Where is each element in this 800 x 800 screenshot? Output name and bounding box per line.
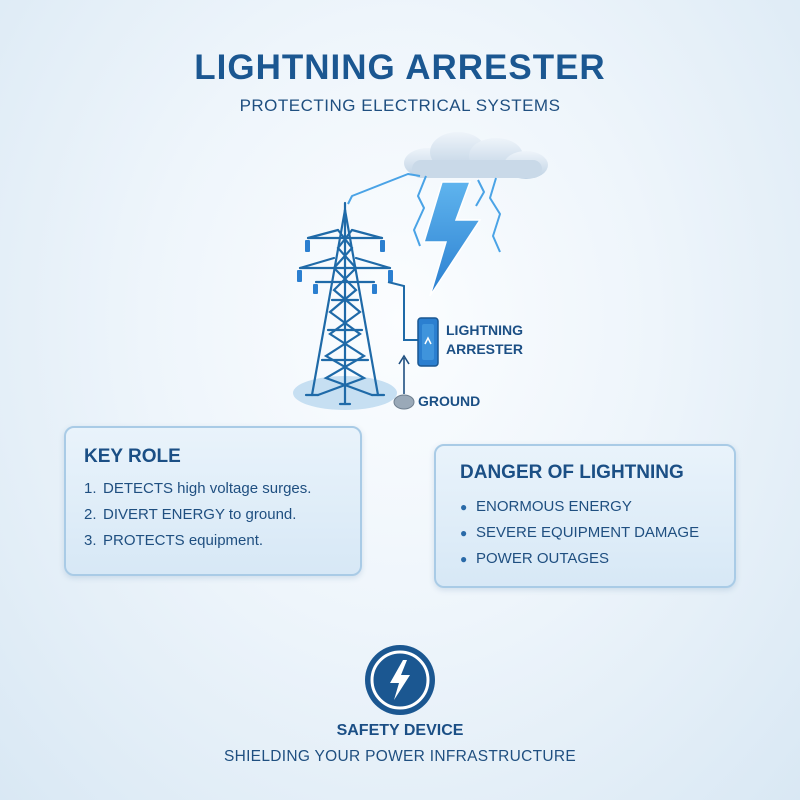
bullet-icon: ● (460, 526, 468, 540)
list-item-text: DETECTS high voltage surges. (103, 480, 312, 497)
key-role-list: 1. DETECTS high voltage surges. 2. DIVERT … (84, 476, 360, 554)
list-item: ● SEVERE EQUIPMENT DAMAGE (460, 520, 734, 546)
ground-icon (393, 394, 415, 410)
list-item-number: 3. (84, 532, 97, 549)
lightning-bolt-icon (422, 181, 482, 297)
list-item-text: ENORMOUS ENERGY (476, 498, 632, 515)
key-role-card: KEY ROLE 1. DETECTS high voltage surges. … (64, 426, 362, 576)
list-item: 1. DETECTS high voltage surges. (84, 476, 360, 502)
danger-list: ● ENORMOUS ENERGY ● SEVERE EQUIPMENT DAMAG… (460, 494, 734, 572)
arrester-label-line2: ARRESTER (446, 341, 524, 357)
insulator-icons (297, 240, 393, 294)
list-item-text: DIVERT ENERGY to ground. (103, 506, 297, 523)
bullet-icon: ● (460, 500, 468, 514)
key-role-heading: KEY ROLE (84, 446, 181, 467)
list-item-text: SEVERE EQUIPMENT DAMAGE (476, 524, 700, 541)
list-item: 3. PROTECTS equipment. (84, 528, 360, 554)
ground-connection (398, 354, 410, 394)
list-item-number: 2. (84, 506, 97, 523)
arrester-label-line1: LIGHTNING (446, 322, 523, 338)
danger-heading: DANGER OF LIGHTNING (460, 462, 684, 483)
ground-label: GROUND (418, 393, 481, 409)
list-item-number: 1. (84, 480, 97, 497)
list-item: ● POWER OUTAGES (460, 546, 734, 572)
transmission-tower-icon (298, 201, 392, 406)
list-item-text: PROTECTS equipment. (103, 532, 264, 549)
diagram-svg (293, 132, 548, 410)
page-subtitle: PROTECTING ELECTRICAL SYSTEMS (239, 96, 561, 115)
list-item-text: POWER OUTAGES (476, 550, 610, 567)
page-title: LIGHTNING ARRESTER (194, 48, 606, 87)
arrester-device-icon (417, 317, 439, 367)
footer-title: SAFETY DEVICE (336, 722, 464, 739)
bullet-icon: ● (460, 552, 468, 566)
arrester-label: LIGHTNING ARRESTER (446, 321, 523, 359)
arrester-wire (387, 281, 418, 341)
lightning-branches (347, 173, 501, 253)
cloud-icon (404, 132, 548, 179)
footer-subtitle: SHIELDING YOUR POWER INFRASTRUCTURE (223, 748, 577, 765)
list-item: ● ENORMOUS ENERGY (460, 494, 734, 520)
list-item: 2. DIVERT ENERGY to ground. (84, 502, 360, 528)
lightning-badge-icon (365, 645, 435, 715)
danger-card: DANGER OF LIGHTNING ● ENORMOUS ENERGY ● SE… (434, 444, 736, 588)
